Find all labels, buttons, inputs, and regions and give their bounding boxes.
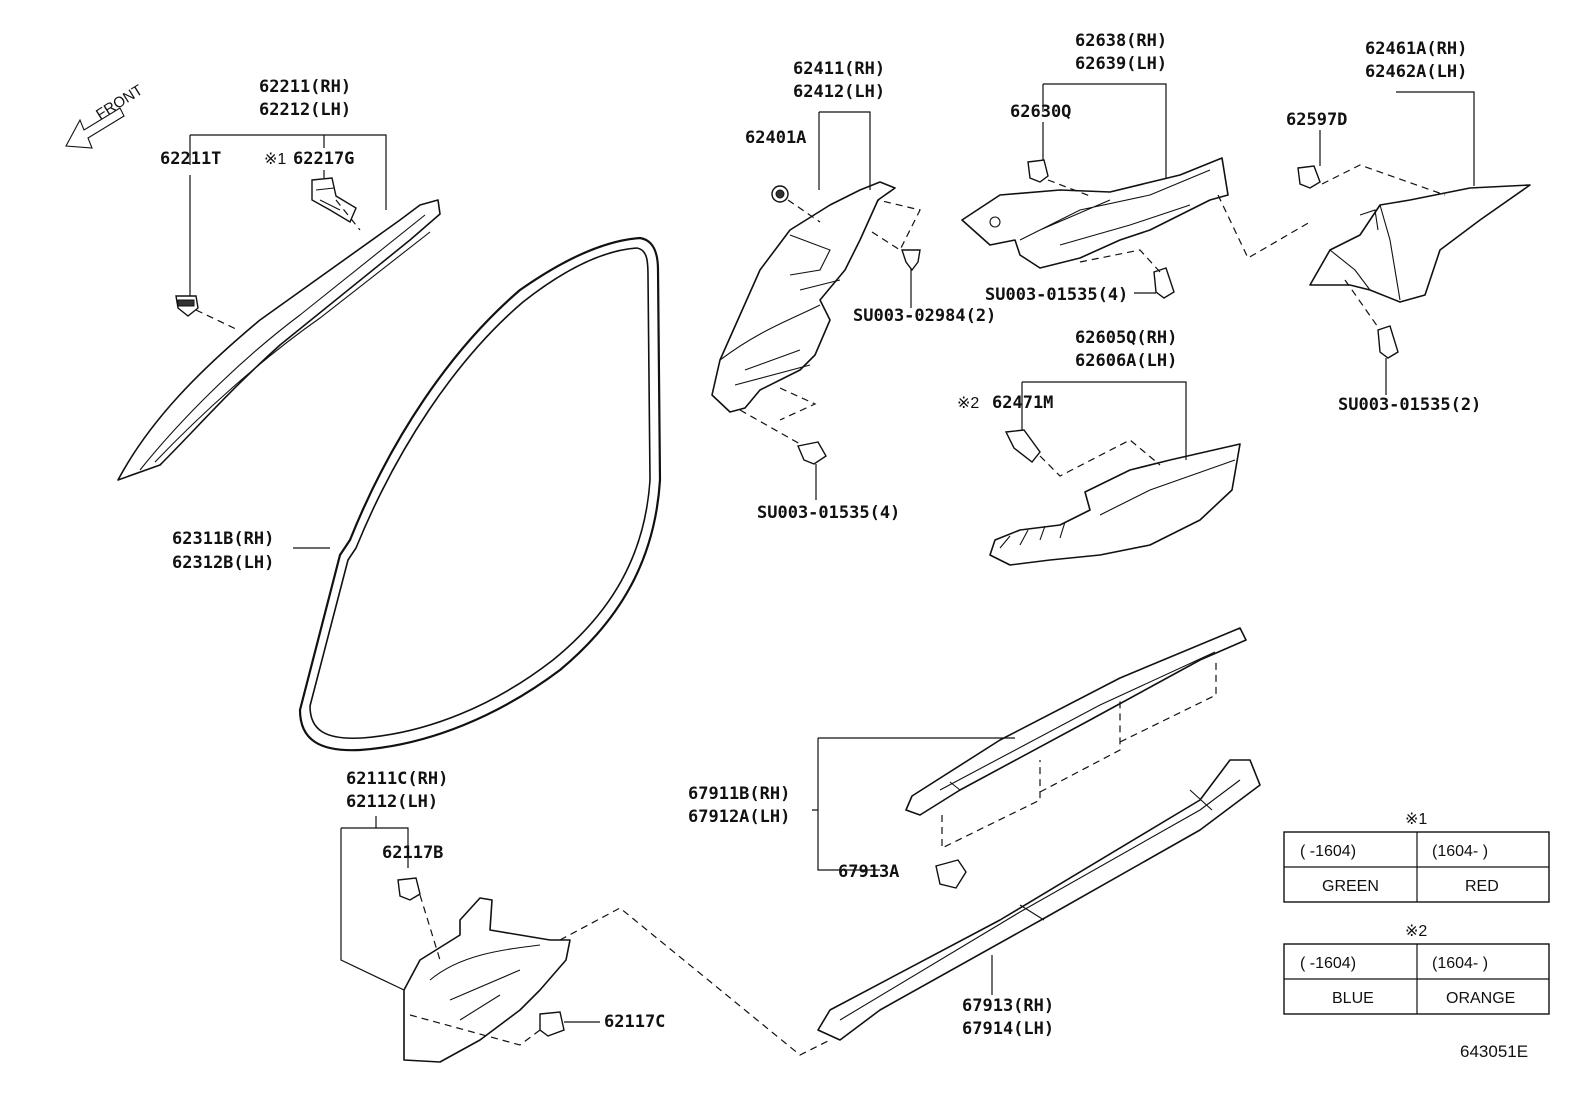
label-62461A: 62461A(RH) xyxy=(1365,39,1467,59)
table-1-value-2: RED xyxy=(1465,878,1499,895)
door-scuff-plate xyxy=(817,759,1261,1041)
door-weatherstrip xyxy=(298,236,662,752)
clip-62401A xyxy=(771,185,789,203)
front-arrow: FRONT xyxy=(65,82,146,149)
clip-su-01535-right xyxy=(1377,325,1399,359)
clip-62217G xyxy=(311,177,357,224)
label-62217G: 62217G xyxy=(293,149,354,169)
clip-su-01535-pillar xyxy=(797,441,827,465)
center-pillar-garnish xyxy=(711,181,896,413)
clip-62117B xyxy=(397,877,421,901)
front-label: FRONT xyxy=(93,82,146,124)
label-62112: 62112(LH) xyxy=(346,792,438,812)
clip-su-02984 xyxy=(901,249,921,272)
label-su-01535-upper: SU003-01535(4) xyxy=(985,285,1128,305)
mark-62471M: ※2 xyxy=(957,395,979,412)
clip-67913A xyxy=(935,859,967,889)
label-su-01535-right: SU003-01535(2) xyxy=(1338,395,1481,415)
label-62117C: 62117C xyxy=(604,1012,665,1032)
label-62639: 62639(LH) xyxy=(1075,54,1167,74)
label-62471M: 62471M xyxy=(992,393,1053,413)
table-2-mark: ※2 xyxy=(1405,923,1427,940)
label-62401A: 62401A xyxy=(745,128,806,148)
clip-62211T xyxy=(175,295,199,317)
upper-quarter-trim xyxy=(961,157,1229,269)
label-67913A: 67913A xyxy=(838,862,899,882)
cowl-side-trim xyxy=(403,897,571,1063)
table-1-header-2: (1604- ) xyxy=(1432,843,1488,860)
clip-62630Q xyxy=(1027,159,1049,183)
label-67913: 67913(RH) xyxy=(962,996,1054,1016)
a-pillar-garnish xyxy=(117,199,441,481)
label-62606A: 62606A(LH) xyxy=(1075,351,1177,371)
label-67914: 67914(LH) xyxy=(962,1019,1054,1039)
label-su-02984: SU003-02984(2) xyxy=(853,306,996,326)
label-62311B: 62311B(RH) xyxy=(172,529,274,549)
table-1-value-1: GREEN xyxy=(1322,878,1379,895)
label-62211T: 62211T xyxy=(160,149,221,169)
lower-quarter-trim xyxy=(989,443,1241,566)
label-62111C: 62111C(RH) xyxy=(346,769,448,789)
rear-pillar-garnish xyxy=(1309,184,1531,303)
color-table-2: ※2 ( -1604) (1604- ) BLUE ORANGE xyxy=(1283,923,1550,1015)
scuff-plate xyxy=(905,627,1247,816)
label-67911B: 67911B(RH) xyxy=(688,784,790,804)
clip-su-01535-upper xyxy=(1153,267,1175,299)
label-62117B: 62117B xyxy=(382,843,443,863)
diagram-code: 643051E xyxy=(1460,1042,1528,1061)
table-1-header-1: ( -1604) xyxy=(1300,843,1356,860)
label-62411: 62411(RH) xyxy=(793,59,885,79)
clip-62117C xyxy=(539,1011,565,1037)
label-62412: 62412(LH) xyxy=(793,82,885,102)
clip-62471M xyxy=(1004,429,1041,463)
label-62605Q: 62605Q(RH) xyxy=(1075,328,1177,348)
table-1-mark: ※1 xyxy=(1405,811,1427,828)
label-62312B: 62312B(LH) xyxy=(172,553,274,573)
color-table-1: ※1 ( -1604) (1604- ) GREEN RED xyxy=(1283,811,1550,903)
label-62630Q: 62630Q xyxy=(1010,102,1071,122)
clip-62597D xyxy=(1297,165,1321,189)
table-2-value-2: ORANGE xyxy=(1446,990,1515,1007)
mark-62217G: ※1 xyxy=(264,151,286,168)
table-2-header-1: ( -1604) xyxy=(1300,955,1356,972)
label-62597D: 62597D xyxy=(1286,110,1347,130)
label-62638: 62638(RH) xyxy=(1075,31,1167,51)
label-su-01535-pillar: SU003-01535(4) xyxy=(757,503,900,523)
table-2-value-1: BLUE xyxy=(1332,990,1374,1007)
label-62462A: 62462A(LH) xyxy=(1365,62,1467,82)
label-67912A: 67912A(LH) xyxy=(688,807,790,827)
label-62211: 62211(RH) xyxy=(259,77,351,97)
table-2-header-2: (1604- ) xyxy=(1432,955,1488,972)
label-62212: 62212(LH) xyxy=(259,100,351,120)
